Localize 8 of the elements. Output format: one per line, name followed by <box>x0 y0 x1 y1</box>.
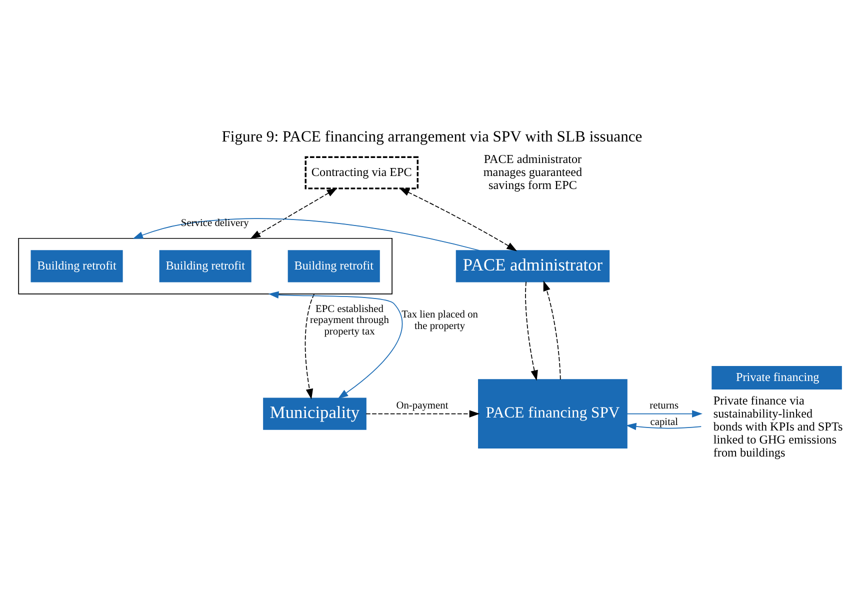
edge-label: returns <box>650 400 679 412</box>
edge-label: Tax lien placed on the property <box>402 309 478 332</box>
edge-label: capital <box>650 416 678 428</box>
label: PACE administrator manages guaranteed savings form EPC <box>483 152 582 192</box>
edge-label: On-payment <box>396 400 448 412</box>
node-label: Private finance via sustainability-linked bonds with KPIs and SPTs linked to GHG emissions from buildings <box>713 393 843 460</box>
diagram-title: Figure 9: PACE financing arrangement via SPV with SLB issuance <box>222 128 642 146</box>
edge-label: EPC established repayment through property tax <box>310 304 389 338</box>
